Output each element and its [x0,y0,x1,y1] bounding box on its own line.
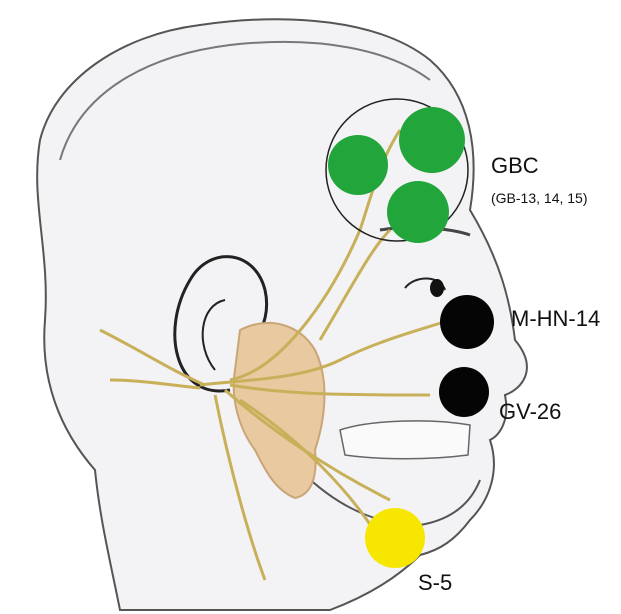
s-5-point [365,508,425,568]
gv-26-label: GV-26 [499,399,561,425]
m-hn-14-point [440,295,494,349]
gbc-point-gb14 [399,107,465,173]
gbc-point-gb13 [328,135,388,195]
pupil [430,279,444,297]
s-5-label: S-5 [418,570,452,596]
gbc-points-label: (GB-13, 14, 15) [491,190,588,206]
teeth [340,421,470,459]
m-hn-14-label: M-HN-14 [511,306,600,332]
gbc-label: GBC [491,153,539,179]
gbc-point-gb15 [387,181,449,243]
gv-26-point [439,367,489,417]
